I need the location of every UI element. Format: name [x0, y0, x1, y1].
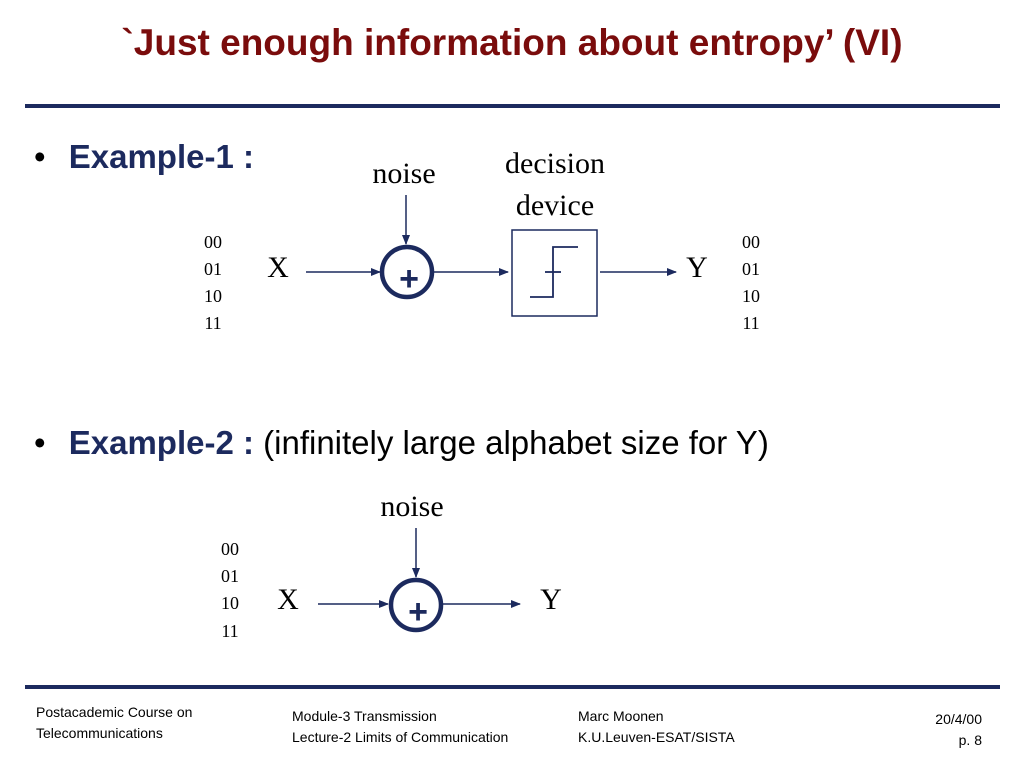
ex1-adder-sign: + — [399, 260, 419, 298]
example2-description: (infinitely large alphabet size for Y) — [263, 424, 769, 461]
ex1-adder-circle — [379, 244, 435, 300]
footer-date: 20/4/00 — [935, 711, 982, 727]
example1-label: Example-1 : — [68, 138, 254, 175]
example2-bullet: • Example-2 : (infinitely large alphabet… — [34, 424, 769, 462]
ex1-input-symbol: 11 — [204, 313, 221, 333]
ex1-output-symbol: 11 — [742, 313, 759, 333]
ex1-y-label: Y — [686, 251, 708, 284]
footer-institution: K.U.Leuven-ESAT/SISTA — [578, 729, 735, 745]
footer-date-page: 20/4/00 p. 8 — [880, 709, 982, 751]
ex2-adder-circle — [388, 577, 444, 633]
footer-module: Module-3 Transmission Lecture-2 Limits o… — [292, 706, 508, 748]
title-rule — [25, 104, 1000, 108]
example2-label: Example-2 : — [68, 424, 254, 461]
bullet-marker: • — [34, 138, 46, 175]
footer-module-line: Module-3 Transmission — [292, 708, 437, 724]
ex1-noise-label: noise — [372, 157, 435, 190]
footer-author: Marc Moonen K.U.Leuven-ESAT/SISTA — [578, 706, 735, 748]
ex1-x-label: X — [267, 251, 289, 284]
ex2-y-label: Y — [540, 583, 562, 616]
ex1-decision-box — [511, 229, 598, 317]
ex2-input-symbol: 11 — [221, 621, 238, 641]
ex1-decision-label-line2: device — [516, 189, 594, 222]
footer-rule — [25, 685, 1000, 689]
ex2-x-label: X — [277, 583, 299, 616]
ex2-input-symbol: 10 — [221, 593, 239, 613]
slide-title: `Just enough information about entropy’ … — [121, 22, 903, 63]
footer-course: Postacademic Course on Telecommunication… — [36, 702, 192, 744]
ex1-output-symbol: 00 — [742, 232, 760, 252]
ex1-decision-label-line1: decision — [505, 147, 605, 180]
footer-page-number: p. 8 — [958, 732, 982, 748]
ex1-input-symbol: 10 — [204, 286, 222, 306]
bullet-marker: • — [34, 424, 46, 461]
ex1-output-symbol: 01 — [742, 259, 760, 279]
footer-lecture-line: Lecture-2 Limits of Communication — [292, 729, 509, 745]
ex2-input-symbol: 00 — [221, 539, 239, 559]
ex2-adder-sign: + — [408, 593, 428, 631]
ex2-input-symbol: 01 — [221, 566, 239, 586]
example1-bullet: • Example-1 : — [34, 138, 254, 176]
footer-author-name: Marc Moonen — [578, 708, 664, 724]
ex2-noise-label: noise — [380, 490, 443, 523]
footer-course-line1: Postacademic Course on — [36, 704, 193, 720]
ex1-input-symbol: 00 — [204, 232, 222, 252]
ex1-input-symbol: 01 — [204, 259, 222, 279]
ex1-output-symbol: 10 — [742, 286, 760, 306]
footer-course-line2: Telecommunications — [36, 725, 163, 741]
